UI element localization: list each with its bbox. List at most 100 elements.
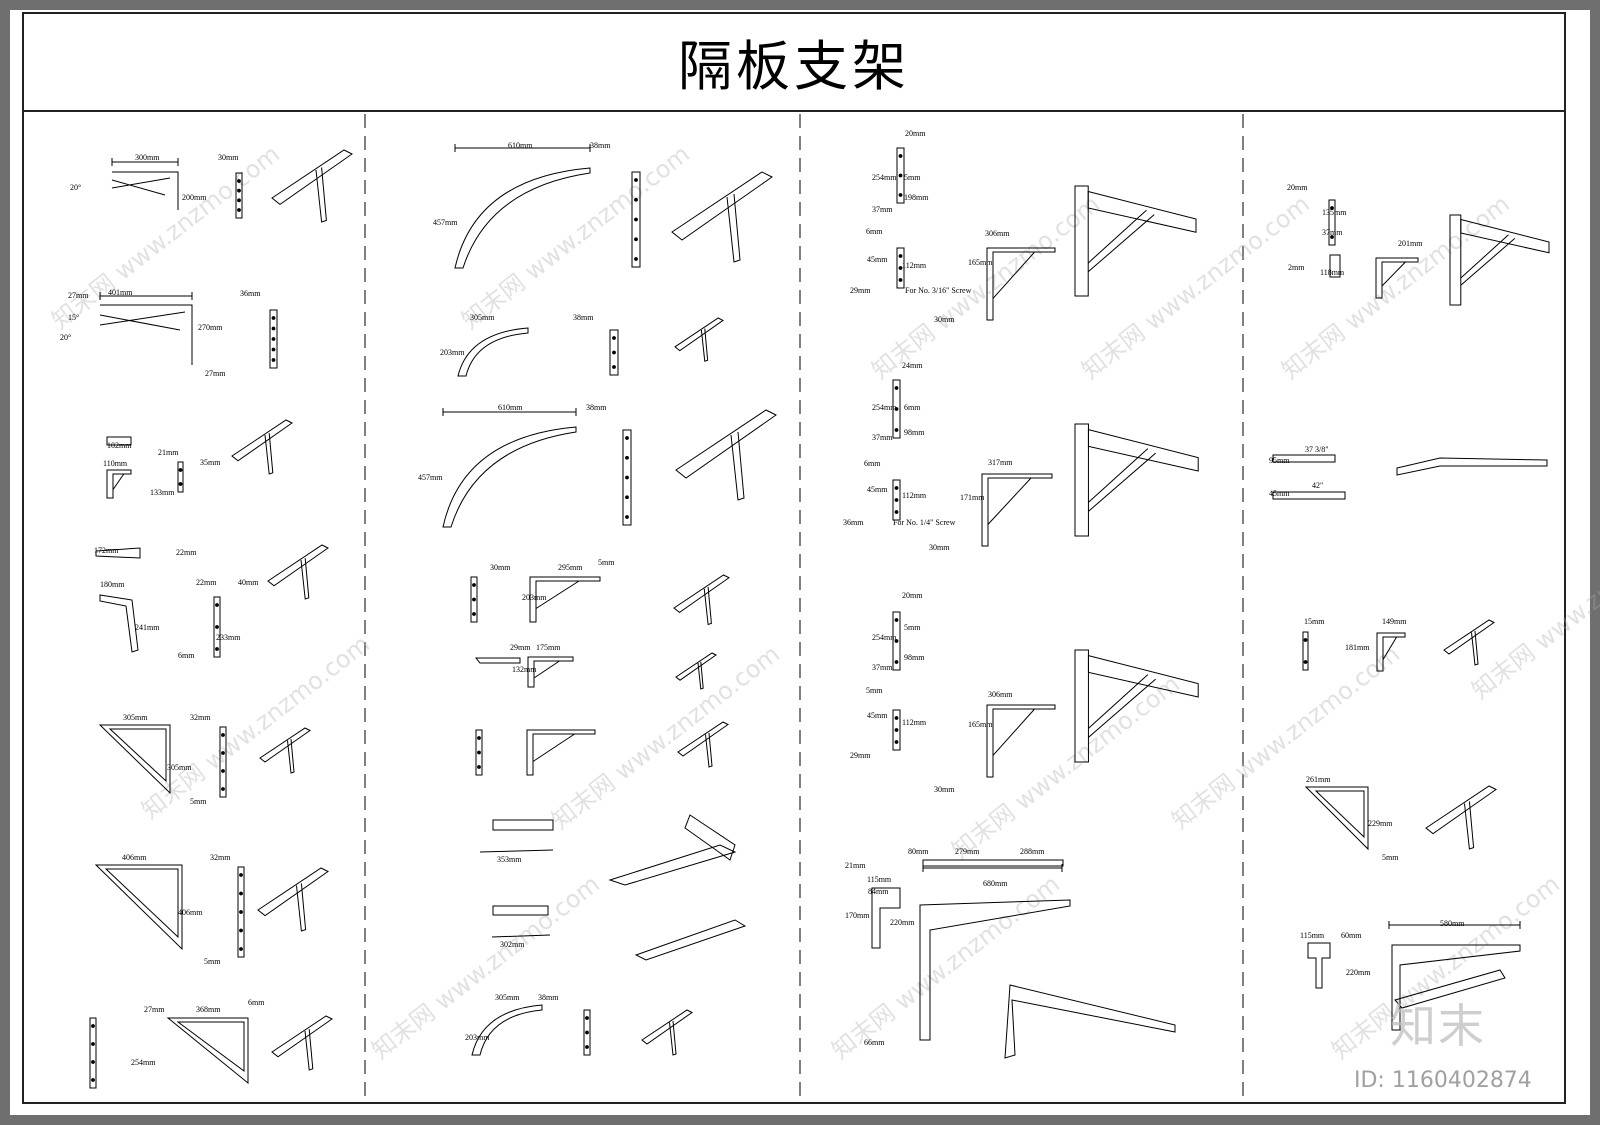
dimension-label: 5mm: [1382, 853, 1399, 862]
bracket-brace: [112, 473, 125, 490]
dimension-label: 29mm: [850, 286, 871, 295]
bracket-side-view: [892, 479, 901, 521]
bracket-perspective-leg: [304, 1029, 314, 1071]
dimension-label: 20mm: [902, 591, 923, 600]
screw-hole: [585, 1016, 589, 1020]
dimension-label: 32mm: [210, 853, 231, 862]
dimension-label: 5mm: [190, 797, 207, 806]
screw-hole: [1303, 638, 1308, 642]
bracket-side-view: [583, 1009, 591, 1056]
folding-bracket-arm: [1087, 190, 1197, 233]
dimension-label: 180mm: [100, 580, 125, 589]
screw-hole: [612, 350, 616, 355]
dimension-label: 5mm: [904, 173, 921, 182]
screw-hole: [634, 257, 638, 261]
dimension-label: 60mm: [1341, 931, 1362, 940]
screw-hole: [271, 358, 276, 362]
dimension-label: 317mm: [988, 458, 1013, 467]
dimension-label: 288mm: [1020, 847, 1045, 856]
slide-hinge-perspective: [634, 919, 747, 961]
bracket-side-view: [896, 247, 905, 289]
screw-hole: [625, 455, 629, 460]
dimension-label: 29mm: [510, 643, 531, 652]
bracket-side-view: [89, 1017, 97, 1089]
bracket-perspective-leg: [730, 431, 745, 501]
screw-hole: [898, 266, 903, 270]
watermark-text: 知末网 www.znzmo.com: [946, 670, 1185, 865]
bracket-perspective-leg: [1471, 630, 1479, 666]
dimension-label: 201mm: [1398, 239, 1423, 248]
folding-bracket-arm: [1087, 428, 1199, 472]
dimension-label: 98mm: [904, 428, 925, 437]
long-folding-bracket-side: [919, 899, 1071, 1041]
dimension-label: 27mm: [205, 369, 226, 378]
column-dividers: [364, 114, 1244, 1102]
screw-hole: [894, 728, 899, 732]
title-bar: 隔板支架: [22, 12, 1566, 112]
dimension-label: 401mm: [108, 288, 133, 297]
dimension-label: 35mm: [200, 458, 221, 467]
bracket-side-view: [237, 866, 245, 958]
screw-hole: [898, 154, 903, 158]
screw-hole: [91, 1060, 95, 1064]
dimension-label: 36mm: [240, 289, 261, 298]
curved-bracket-perspective: [674, 317, 724, 352]
l-bracket: [1375, 257, 1419, 299]
dimension-label: 115mm: [867, 875, 892, 884]
bracket-side-view: [475, 729, 483, 776]
dimension-label: 306mm: [988, 690, 1013, 699]
screw-hole: [215, 647, 219, 651]
dimension-label: 172mm: [94, 546, 119, 555]
heavy-folding-bracket: [1074, 423, 1089, 537]
dimension-label: 66mm: [864, 1038, 885, 1047]
bracket-side-view: [269, 309, 278, 369]
screw-hole: [237, 179, 241, 183]
folding-bracket-arm: [1460, 218, 1550, 254]
curved-bracket-perspective: [671, 171, 773, 241]
heavy-folding-bracket: [1074, 649, 1089, 763]
bracket-brace: [532, 733, 575, 762]
long-folding-bracket-side: [1391, 944, 1521, 1031]
screw-hole: [239, 891, 243, 896]
bracket-perspective: [677, 721, 729, 757]
screw-hole: [477, 750, 481, 755]
dimension-label: 457mm: [433, 218, 458, 227]
screw-hole: [1330, 206, 1334, 210]
screw-hole: [898, 254, 903, 258]
screw-hole: [894, 498, 899, 502]
bracket-side-view: [106, 436, 132, 446]
screw-hole: [634, 237, 638, 242]
bracket-perspective: [271, 1015, 333, 1058]
dimension-label: 20°: [70, 183, 81, 192]
angled-bracket-perspective: [1443, 619, 1495, 655]
bracket-figures: [89, 144, 1550, 1089]
screw-hole: [612, 336, 616, 340]
folding-bracket-brace: [1087, 214, 1155, 273]
screw-hole: [91, 1078, 95, 1082]
dimension-label: 37mm: [872, 205, 893, 214]
dimension-label: 102mm: [107, 441, 132, 450]
dimension-label: 270mm: [198, 323, 223, 332]
dimension-label: 610mm: [508, 141, 533, 150]
inner-frame: [22, 12, 1566, 1104]
bracket-brace: [992, 251, 1035, 299]
l-bracket: [986, 704, 1056, 778]
dimension-label: 30mm: [218, 153, 239, 162]
screw-hole: [625, 436, 629, 440]
dimension-label: 305mm: [167, 763, 192, 772]
dimension-label: 175mm: [536, 643, 561, 652]
screw-hole: [625, 495, 629, 500]
bracket-perspective-leg: [300, 558, 310, 600]
t-plate: [1307, 942, 1331, 989]
dimension-label: 680mm: [983, 879, 1008, 888]
bracket-perspective-leg: [705, 732, 713, 768]
dimension-label: 198mm: [904, 193, 929, 202]
screw-hole: [634, 217, 638, 222]
screw-hole: [221, 769, 225, 773]
watermark-text: 知末网 www.znzmo.com: [136, 630, 375, 825]
dimension-label: For No. 1/4" Screw: [893, 518, 956, 527]
screw-hole: [894, 407, 899, 411]
dimension-label: 30mm: [934, 785, 955, 794]
dimension-label: 132mm: [512, 665, 537, 674]
triangle-bracket: [1304, 786, 1369, 851]
